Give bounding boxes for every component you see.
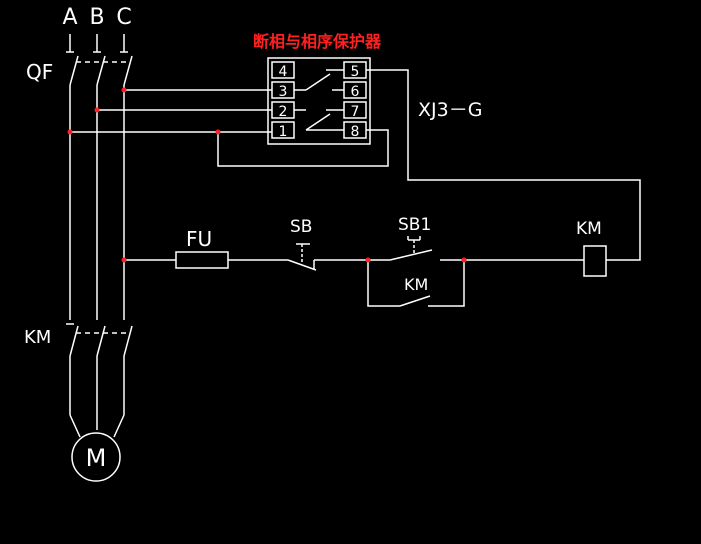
breaker-qf <box>66 51 133 86</box>
junction-node <box>365 257 371 263</box>
relay-pin-3: 3 <box>279 84 288 100</box>
contactor-coil <box>583 245 607 277</box>
phase-label-b: B <box>89 5 104 30</box>
holding-contact-km <box>399 295 431 307</box>
stop-button-label: SB <box>290 217 312 237</box>
junction-nodes <box>67 87 467 263</box>
fuse <box>175 251 229 269</box>
motor-symbol <box>71 432 121 482</box>
breaker-label: QF <box>26 60 53 84</box>
fuse-label: FU <box>186 227 212 251</box>
control-wiring <box>70 69 641 307</box>
junction-node <box>461 257 467 263</box>
junction-node <box>121 257 127 263</box>
phase-sequence-relay <box>267 57 371 145</box>
relay-pin-4: 4 <box>279 64 288 80</box>
holding-contact-label: KM <box>404 275 428 294</box>
relay-model-label: XJ3－G <box>418 99 482 121</box>
relay-pin-5: 5 <box>351 64 360 80</box>
junction-node <box>121 87 127 93</box>
phase-label-c: C <box>116 5 131 30</box>
relay-pin-6: 6 <box>351 84 360 100</box>
relay-pin-1: 1 <box>279 124 288 140</box>
start-button-label: SB1 <box>398 215 431 235</box>
relay-title: 断相与相序保护器 <box>253 32 382 51</box>
power-wiring <box>66 34 133 438</box>
phase-label-a: A <box>62 5 77 30</box>
junction-node <box>67 129 73 135</box>
contactor-label: KM <box>24 327 51 348</box>
relay-pin-7: 7 <box>351 104 360 120</box>
main-contactor-km <box>66 323 133 357</box>
coil-label: KM <box>576 219 602 239</box>
relay-pin-8: 8 <box>351 124 360 140</box>
relay-pin-2: 2 <box>279 104 288 120</box>
start-button-sb1 <box>389 236 433 261</box>
motor-label: M <box>86 444 107 472</box>
stop-button-sb <box>287 243 317 271</box>
junction-node <box>94 107 100 113</box>
junction-node <box>215 129 221 135</box>
